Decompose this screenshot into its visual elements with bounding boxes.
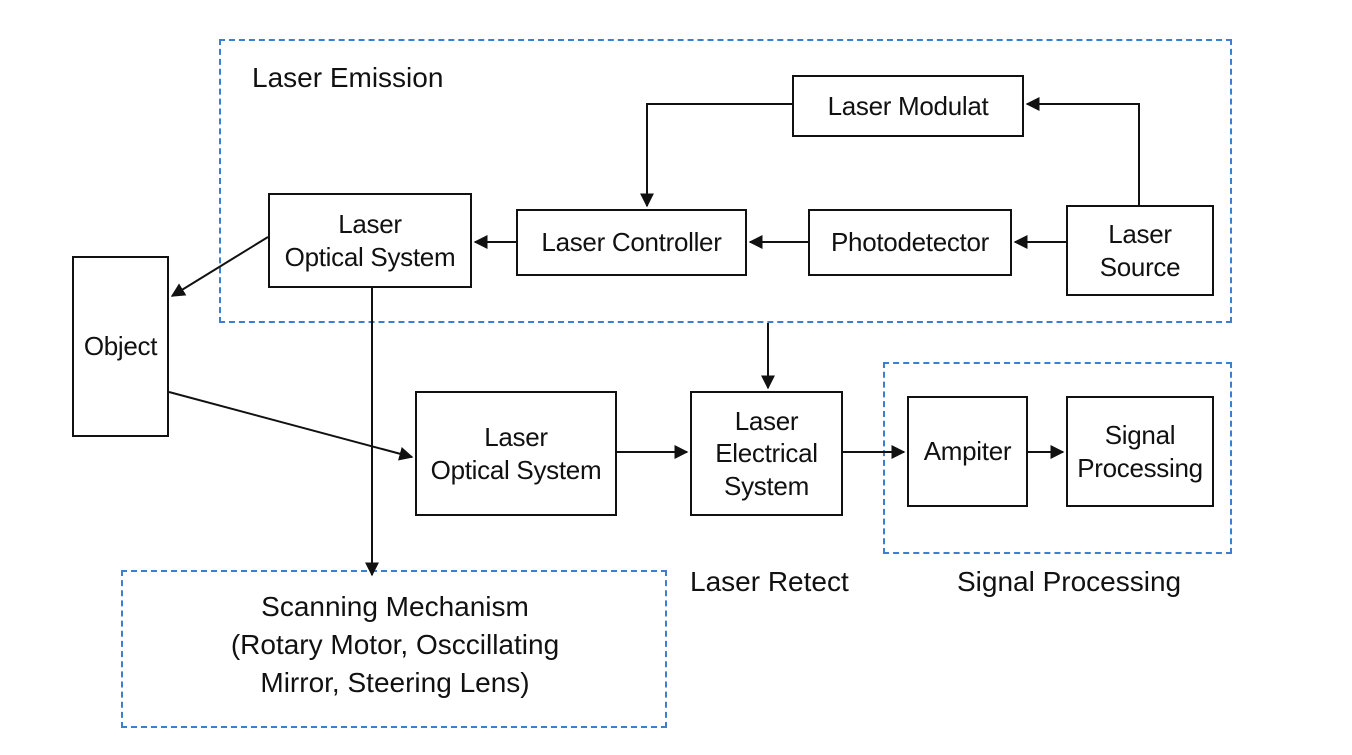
laser-electrical-system-line1: Laser: [734, 405, 799, 436]
laser-optical-system-bottom-block: Laser Optical System: [415, 391, 617, 516]
photodetector-block: Photodetector: [808, 209, 1012, 276]
laser-optical-system-top-line2: Optical System: [284, 241, 456, 272]
signal-processing-line2: Processing: [1077, 452, 1203, 483]
laser-modulat-block: Laser Modulat: [792, 75, 1024, 137]
signal-processing-title: Signal Processing: [957, 566, 1182, 597]
laser-controller-label: Laser Controller: [541, 227, 722, 258]
laser-electrical-system-line2: Electrical: [715, 438, 818, 469]
laser-source-block: Laser Source: [1066, 205, 1214, 296]
laser-optical-system-bottom-line2: Optical System: [430, 454, 602, 485]
scanning-mechanism-subtitle-1: (Rotary Motor, Osccillating: [230, 628, 560, 660]
scanning-mechanism-group: [121, 570, 667, 728]
laser-electrical-system-block: Laser Electrical System: [690, 391, 843, 516]
signal-processing-group: [883, 362, 1232, 554]
arrow-modulat-to-controller: [640, 103, 792, 208]
laser-emission-group: [219, 39, 1232, 323]
laser-optical-system-top-block: Laser Optical System: [268, 193, 472, 288]
scanning-mechanism-title: Scanning Mechanism: [261, 591, 529, 622]
signal-processing-line1: Signal: [1104, 420, 1176, 450]
amplifier-label: Ampiter: [923, 436, 1012, 467]
laser-emission-title: Laser Emission: [252, 62, 444, 93]
arrow-source-to-modulat: [1025, 97, 1140, 205]
amplifier-block: Ampiter: [907, 396, 1028, 507]
laser-source-line1: Laser: [1108, 219, 1172, 249]
scanning-mechanism-subtitle-2: Mirror, Steering Lens): [260, 666, 530, 698]
laser-controller-block: Laser Controller: [516, 209, 747, 276]
object-block: Object: [72, 256, 169, 437]
laser-modulat-label: Laser Modulat: [827, 90, 989, 121]
scanning-mechanism-text: Scanning Mechanism (Rotary Motor, Osccil…: [150, 588, 640, 701]
arrow-object-to-optical-bottom: [168, 391, 414, 461]
laser-optical-system-top-line1: Laser: [338, 209, 402, 239]
signal-processing-block: Signal Processing: [1066, 396, 1214, 507]
arrow-optical-top-to-object: [170, 236, 269, 297]
laser-retect-title: Laser Retect: [690, 566, 849, 597]
photodetector-label: Photodetector: [831, 227, 989, 258]
object-label: Object: [83, 331, 158, 362]
laser-source-line2: Source: [1099, 251, 1181, 282]
laser-optical-system-bottom-line1: Laser: [484, 422, 548, 452]
laser-electrical-system-line3: System: [724, 470, 809, 501]
